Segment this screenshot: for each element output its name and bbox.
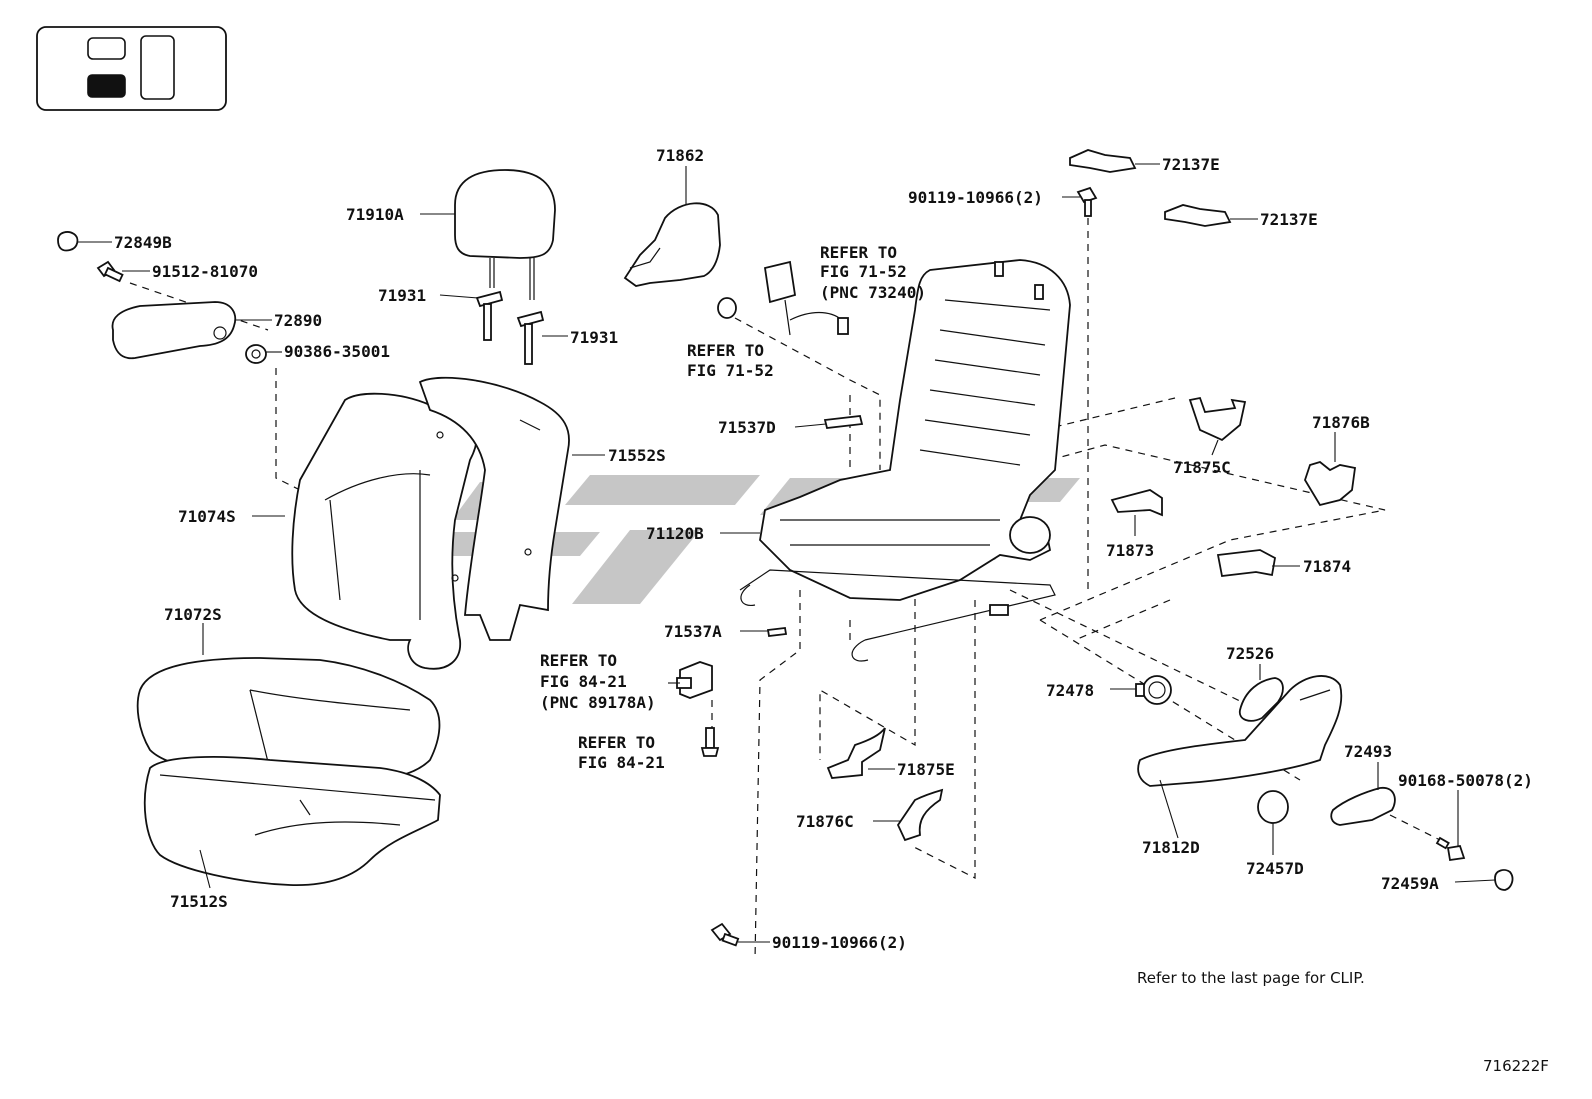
ref-bolt-line2: FIG 84-21 [578, 753, 665, 772]
label-72493: 72493 [1344, 742, 1392, 761]
ref-connector-line2: FIG 84-21 [540, 672, 627, 691]
label-71552s: 71552S [608, 446, 666, 465]
label-71537d: 71537D [718, 418, 776, 437]
headrest-guide-71931-right [516, 310, 545, 365]
seatback-cover-71074s [291, 392, 478, 670]
seat-position-locator-icon [36, 26, 227, 111]
nut-refer-71-52 [717, 297, 737, 319]
bracket-71875e [826, 727, 886, 779]
label-90386: 90386-35001 [284, 342, 390, 361]
label-72478: 72478 [1046, 681, 1094, 700]
bolt-90119-10966-top [1076, 186, 1098, 217]
leader-lines [78, 163, 1496, 943]
seatbelt-buckle [763, 260, 849, 336]
label-72457d: 72457D [1246, 859, 1304, 878]
label-72459a: 72459A [1381, 874, 1439, 893]
label-71812d: 71812D [1142, 838, 1200, 857]
label-71072s: 71072S [164, 605, 222, 624]
clip-note: Refer to the last page for CLIP. [1137, 969, 1365, 987]
label-91512: 91512-81070 [152, 262, 258, 281]
label-71931-left: 71931 [378, 286, 426, 305]
label-71512s: 71512S [170, 892, 228, 911]
cap-72459a [1494, 869, 1514, 891]
label-71537d [823, 415, 864, 429]
label-71874: 71874 [1303, 557, 1351, 576]
label-71876b: 71876B [1312, 413, 1370, 432]
cover-71875c [1188, 396, 1247, 442]
bracket-71876c [896, 788, 944, 842]
bolt-90119-10966-bottom [710, 922, 740, 947]
label-72526: 72526 [1226, 644, 1274, 663]
side-shield-71812d [1137, 675, 1343, 787]
lever-72493 [1330, 787, 1396, 826]
knob-72526 [1238, 677, 1284, 722]
label-71074s: 71074S [178, 507, 236, 526]
assembly-dashed-lines [129, 218, 1441, 961]
seat-cushion-cover-71072s [136, 657, 441, 781]
label-90119-top: 90119-10966(2) [908, 188, 1043, 207]
bracket-71874 [1216, 549, 1276, 577]
seatback-board-71552s [418, 376, 570, 641]
bolt-91512-81070 [96, 260, 124, 283]
clip-72137e-top [1069, 149, 1137, 173]
seat-cushion-pad-71512s [143, 756, 441, 886]
knob-72478 [1135, 675, 1172, 705]
figure-code: 716222F [1483, 1057, 1549, 1075]
ref-nut-line1: REFER TO [687, 341, 764, 360]
label-72137e-bottom: 72137E [1260, 210, 1318, 229]
label-71537a: 71537A [664, 622, 722, 641]
label-90119-bottom: 90119-10966(2) [772, 933, 907, 952]
ref-belt-line2: FIG 71-52 [820, 262, 907, 281]
cover-71876b [1304, 461, 1357, 507]
label-71876c: 71876C [796, 812, 854, 831]
seat-frame-71120b [739, 259, 1071, 662]
label-71931-right: 71931 [570, 328, 618, 347]
clip-72137e-bottom [1164, 204, 1232, 227]
ref-belt-line3: (PNC 73240) [820, 283, 926, 302]
bolt-refer-84-21 [700, 727, 720, 757]
ref-connector-line1: REFER TO [540, 651, 617, 670]
selected-seat-marker [87, 74, 126, 98]
headrest-guide-71931-left [475, 290, 504, 341]
label-71862: 71862 [656, 146, 704, 165]
label-90168: 90168-50078(2) [1398, 771, 1533, 790]
ref-bolt-line1: REFER TO [578, 733, 655, 752]
ref-belt-line1: REFER TO [820, 243, 897, 262]
knob-72457d [1257, 790, 1289, 824]
ref-nut-line2: FIG 71-52 [687, 361, 774, 380]
label-71875c: 71875C [1173, 458, 1231, 477]
label-71873: 71873 [1106, 541, 1154, 560]
bracket-71873 [1110, 489, 1163, 517]
label-72849b: 72849B [114, 233, 172, 252]
label-72137e-top: 72137E [1162, 155, 1220, 174]
label-71537a [766, 627, 788, 637]
screw-90168-50078 [1435, 836, 1466, 862]
label-72890: 72890 [274, 311, 322, 330]
headrest-71910a [454, 169, 556, 300]
cap-72849b [57, 231, 79, 252]
seat-connector [676, 661, 713, 699]
recliner-cover-71862 [623, 202, 721, 287]
ref-connector-line3: (PNC 89178A) [540, 693, 656, 712]
label-71910a: 71910A [346, 205, 404, 224]
armrest-72890 [111, 301, 237, 360]
label-71120b: 71120B [646, 524, 704, 543]
label-71875e: 71875E [897, 760, 955, 779]
washer-90386-35001 [245, 344, 267, 364]
